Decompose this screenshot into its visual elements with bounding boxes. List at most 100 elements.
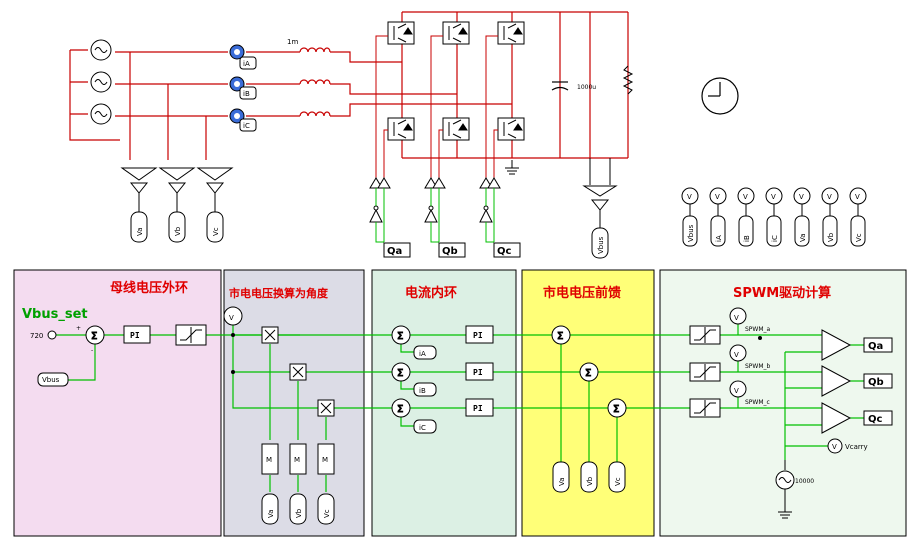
meter-v: V	[855, 193, 860, 201]
spwm-a-label: SPWM_a	[745, 326, 771, 333]
meter-label-box	[682, 215, 698, 247]
dot-junctions	[231, 333, 762, 374]
meter-label: iB	[743, 235, 751, 242]
panel-title: 市电电压前馈	[543, 285, 621, 301]
pi-label: PI	[473, 404, 483, 413]
pi-label: PI	[130, 331, 140, 340]
power-stage	[69, 11, 629, 160]
v-label: V	[229, 314, 234, 322]
vcarry-label: Vcarry	[845, 443, 868, 451]
voltage-probe-b	[158, 167, 196, 243]
svg-text:Σ: Σ	[557, 331, 563, 342]
angle-inputs	[261, 493, 335, 525]
ff-input-label: Vb	[586, 476, 594, 486]
pi-block-dc: PI	[123, 325, 151, 344]
current-sensor-label: iA	[243, 60, 250, 68]
voltage-probe-a	[120, 167, 158, 243]
sign-minus: -	[91, 347, 93, 354]
meter-label-box	[738, 215, 754, 247]
current-fb-text: iA	[419, 350, 426, 358]
current-sum-junctions: Σ Σ Σ	[391, 325, 411, 418]
panel-feedforward: 市电电压前馈	[521, 269, 655, 537]
panel-spwm: SPWM驱动计算	[659, 269, 907, 537]
svg-text:V: V	[832, 443, 837, 451]
panel-angle: 市电电压换算为角度	[223, 269, 365, 537]
comparators	[821, 329, 852, 434]
meter-label-box	[822, 215, 838, 247]
svg-text:Σ: Σ	[613, 404, 619, 415]
ac-source-b	[90, 71, 112, 93]
voltage-probe-c	[196, 167, 234, 243]
load-resistor	[622, 65, 634, 95]
setpoint-source	[47, 330, 57, 340]
pi-label: PI	[473, 368, 483, 377]
pi-label: PI	[473, 331, 483, 340]
capacitance-label: 1000u	[577, 84, 596, 91]
inductors	[299, 47, 331, 117]
meter-v: V	[715, 193, 720, 201]
meter-label-box	[850, 215, 866, 247]
bus-probe-label: Vbus	[597, 236, 605, 254]
gate-label-a: Qa	[383, 242, 411, 258]
sum-junction: Σ	[85, 325, 105, 345]
gate-label-text: Qb	[442, 246, 458, 257]
pi-blocks-current: PI PI PI	[465, 325, 494, 417]
current-sensor-c: iC	[229, 108, 257, 132]
panel-title: 市电电压换算为角度	[229, 286, 329, 300]
svg-text:Σ: Σ	[397, 331, 403, 342]
svg-text:Σ: Σ	[585, 368, 591, 379]
ff-input-label: Va	[558, 477, 566, 486]
v-label: V	[734, 387, 739, 395]
m-label: M	[294, 456, 300, 464]
current-loop-wires	[400, 334, 608, 427]
angle-input-label: Va	[267, 509, 275, 518]
inductance-label: 1m	[287, 38, 298, 46]
angle-input-label: Vb	[295, 508, 303, 518]
meter-label-box	[794, 215, 810, 247]
vbus-set-value: 720	[30, 332, 43, 340]
meter-v: V	[771, 193, 776, 201]
meter-v: V	[687, 193, 692, 201]
igbt-bridge	[387, 21, 525, 141]
panel-title: SPWM驱动计算	[733, 285, 831, 301]
voltmeter-angle: V	[223, 306, 243, 326]
angle-input-label: Vc	[323, 509, 331, 518]
panel-dc-loop: 母线电压外环	[13, 269, 222, 537]
spwm-b-label: SPWM_b	[745, 363, 771, 370]
meter-label: Vbus	[687, 224, 695, 242]
ff-sum-junctions: Σ Σ Σ	[551, 325, 627, 418]
ac-source-a	[90, 39, 112, 61]
voltage-probe-label: Vb	[174, 226, 182, 236]
meter-v: V	[827, 193, 832, 201]
svg-text:Σ: Σ	[397, 404, 403, 415]
meter-v: V	[743, 193, 748, 201]
ff-input-label: Vc	[614, 477, 622, 486]
gate-drivers	[369, 177, 501, 223]
limiter-block	[175, 324, 207, 346]
spwm-wires	[720, 324, 864, 460]
gate-wiring	[375, 35, 498, 180]
carrier-freq-label: 10000	[795, 478, 814, 485]
multipliers	[261, 326, 335, 417]
panel-title: 母线电压外环	[110, 280, 188, 296]
v-label: V	[734, 351, 739, 359]
meter-label-box	[710, 215, 726, 247]
spwm-voltmeters: V V V	[729, 307, 747, 398]
vbus-fb-text: Vbus	[42, 376, 60, 384]
voltage-probe-label: Vc	[212, 227, 220, 236]
ground-symbol	[505, 160, 519, 175]
gate-label-b: Qb	[438, 242, 466, 258]
output-label: Qa	[868, 341, 883, 352]
meter-label-box	[766, 215, 782, 247]
meter-label: Vc	[855, 233, 863, 242]
bus-voltage-sensor	[582, 158, 618, 259]
clock-icon	[701, 77, 739, 115]
output-label: Qb	[868, 377, 884, 388]
current-sensor-label: iC	[243, 122, 250, 130]
meter-label: Va	[799, 233, 807, 242]
current-sensor-a: iA	[229, 44, 257, 70]
vbus-feedback-label: Vbus	[37, 372, 69, 387]
gate-label-text: Qc	[497, 246, 512, 257]
